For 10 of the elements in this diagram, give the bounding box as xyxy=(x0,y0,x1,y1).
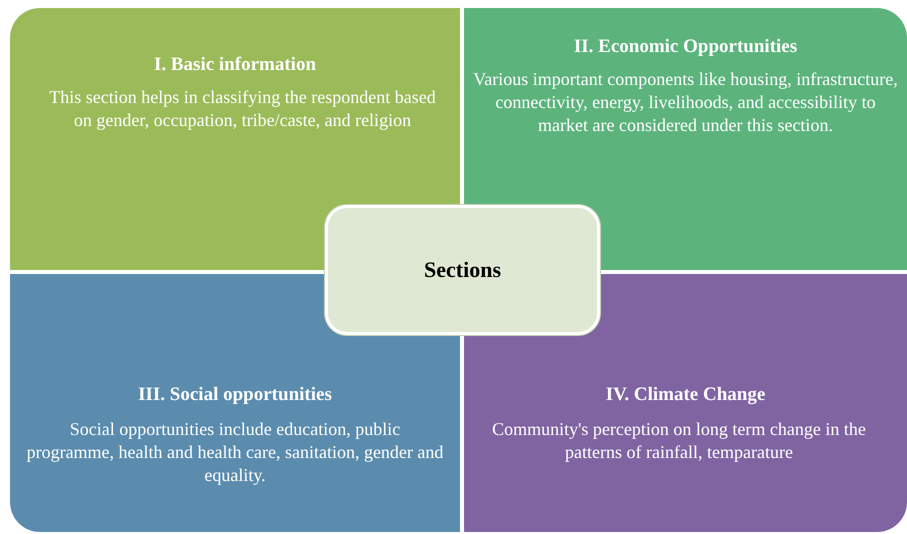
section-description: Social opportunities include education, public programme, health and health care, sanitation, gender and equality. xyxy=(26,418,444,487)
section-description: Community's perception on long term change in the patterns of rainfall, temparature xyxy=(491,418,867,464)
section-heading: IV. Climate Change xyxy=(604,384,766,406)
section-description: This section helps in classifying the respondent based on gender, occupation, tribe/caste, and religion xyxy=(48,86,437,132)
section-heading: III. Social opportunities xyxy=(137,384,333,406)
center-box xyxy=(325,205,600,335)
section-heading: II. Economic Opportunities xyxy=(572,36,798,58)
section-description: Various important components like housing, infrastructure, connectivity, energy, livelihoods, and accessibility to market are considered under this section. xyxy=(472,68,899,137)
section-heading: I. Basic information xyxy=(152,54,318,76)
center-title: Sections xyxy=(424,257,501,283)
